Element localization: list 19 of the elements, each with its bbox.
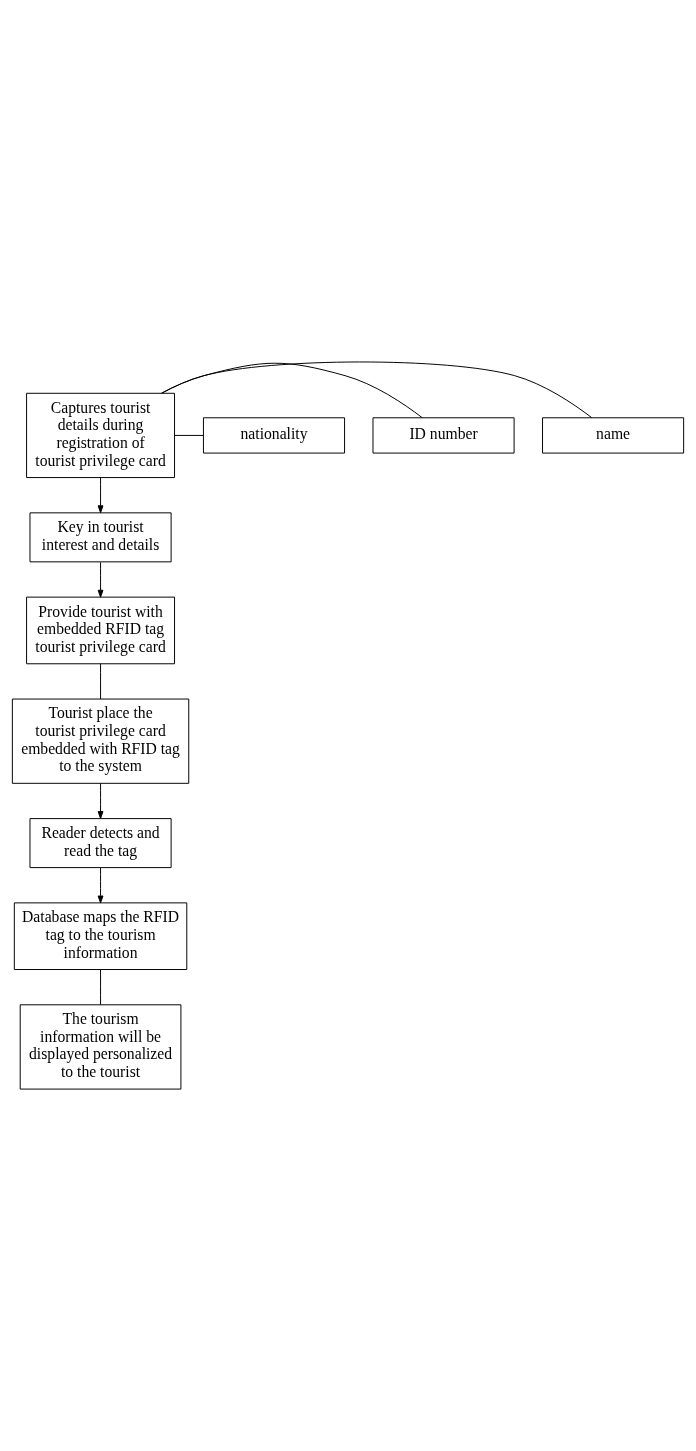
node-box: The tourism information will be displayed personalized to the tourist: [19, 1004, 182, 1090]
node-box: Provide tourist with embedded RFID tag tourist privilege card: [26, 596, 176, 665]
node-box: Reader detects and read the tag: [29, 818, 172, 869]
arrow: [97, 867, 104, 904]
node-box: ID number: [372, 417, 515, 454]
node-box: Key in tourist interest and details: [29, 512, 172, 563]
node-box: nationality: [202, 417, 346, 454]
arrow: [97, 477, 104, 514]
node-box: name: [542, 417, 685, 454]
connector: [161, 361, 593, 419]
connector: [161, 362, 423, 419]
connector: [100, 969, 102, 1006]
connector: [174, 434, 204, 436]
arrow: [97, 782, 104, 819]
node-box: Tourist place the tourist privilege card embedded with RFID tag to the system: [11, 698, 190, 784]
node-box: Captures tourist details during registration of tourist privilege card: [26, 392, 176, 479]
arrow: [97, 561, 104, 598]
connector: [100, 663, 102, 700]
node-box: Database maps the RFID tag to the tourism information: [13, 902, 188, 970]
